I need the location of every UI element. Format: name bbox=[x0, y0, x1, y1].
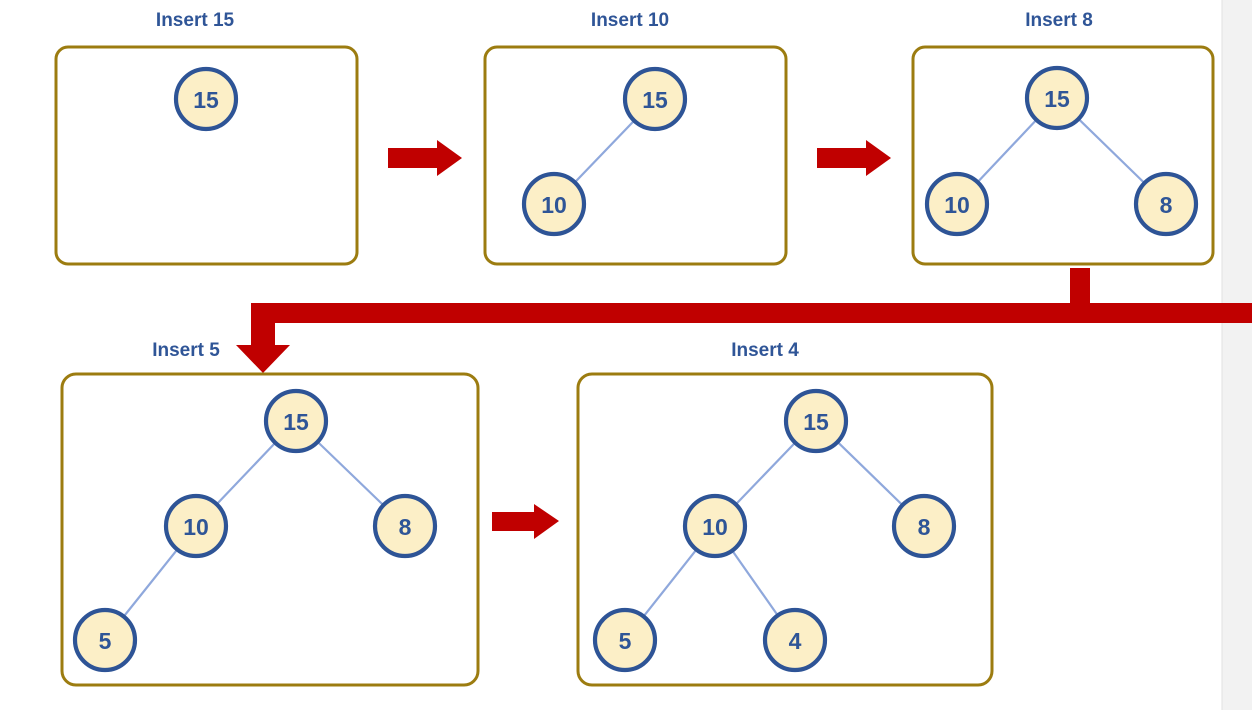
tree-edge-15-8 bbox=[835, 440, 905, 507]
tree-node-label-15: 15 bbox=[642, 87, 668, 113]
flow-arrow-horizontal bbox=[817, 140, 891, 176]
panel-title-insert-15: Insert 15 bbox=[156, 10, 235, 31]
tree-node-10[interactable]: 10 bbox=[521, 171, 587, 237]
tree-edge-15-10 bbox=[975, 117, 1039, 185]
panel-title-insert-10: Insert 10 bbox=[591, 10, 669, 31]
flow-arrow-elbow bbox=[236, 268, 1252, 373]
panel-title-insert-8: Insert 8 bbox=[1025, 10, 1093, 31]
tree-node-label-10: 10 bbox=[541, 192, 567, 218]
tree-node-8[interactable]: 8 bbox=[372, 493, 438, 559]
tree-node-circle-10[interactable] bbox=[521, 171, 587, 237]
tree-edge-10-5 bbox=[641, 547, 699, 619]
tree-edge-10-5 bbox=[121, 547, 180, 619]
tree-node-circle-15[interactable] bbox=[173, 66, 239, 132]
tree-node-label-5: 5 bbox=[619, 628, 632, 654]
tree-node-label-15: 15 bbox=[283, 409, 309, 435]
panel-title-insert-5: Insert 5 bbox=[152, 340, 220, 361]
tree-node-label-10: 10 bbox=[702, 514, 728, 540]
tree-node-label-15: 15 bbox=[193, 87, 219, 113]
tree-node-label-15: 15 bbox=[1044, 86, 1070, 112]
tree-node-circle-10[interactable] bbox=[163, 493, 229, 559]
panel-insert-5: Insert 5 15 10 8 5 bbox=[60, 340, 480, 687]
page-edge-strip bbox=[1221, 0, 1252, 710]
panel-insert-15: Insert 15 15 bbox=[54, 10, 359, 266]
tree-node-circle-10[interactable] bbox=[682, 493, 748, 559]
tree-node-circle-5[interactable] bbox=[592, 607, 658, 673]
panel-title-insert-4: Insert 4 bbox=[731, 340, 799, 361]
tree-node-label-10: 10 bbox=[944, 192, 970, 218]
flow-arrows-layer bbox=[236, 140, 1252, 539]
tree-edge-15-8 bbox=[1076, 117, 1147, 185]
panel-insert-10: Insert 10 15 10 bbox=[483, 10, 788, 266]
tree-edges bbox=[641, 440, 905, 619]
page-edge-rect bbox=[1222, 0, 1252, 710]
tree-node-circle-15[interactable] bbox=[1024, 65, 1090, 131]
tree-node-label-8: 8 bbox=[1160, 192, 1173, 218]
tree-node-5[interactable]: 5 bbox=[72, 607, 138, 673]
tree-node-label-15: 15 bbox=[803, 409, 829, 435]
tree-node-circle-10[interactable] bbox=[924, 171, 990, 237]
tree-edges bbox=[975, 117, 1147, 185]
tree-node-circle-15[interactable] bbox=[622, 66, 688, 132]
tree-node-10[interactable]: 10 bbox=[682, 493, 748, 559]
tree-node-8[interactable]: 8 bbox=[891, 493, 957, 559]
tree-node-10[interactable]: 10 bbox=[924, 171, 990, 237]
tree-node-15[interactable]: 15 bbox=[783, 388, 849, 454]
tree-edge-15-10 bbox=[734, 440, 797, 507]
tree-node-label-5: 5 bbox=[99, 628, 112, 654]
tree-node-5[interactable]: 5 bbox=[592, 607, 658, 673]
tree-edge-15-8 bbox=[315, 440, 386, 507]
tree-node-circle-8[interactable] bbox=[891, 493, 957, 559]
tree-node-10[interactable]: 10 bbox=[163, 493, 229, 559]
panel-insert-8: Insert 8 15 10 8 bbox=[911, 10, 1215, 266]
panel-insert-4: Insert 4 15 10 8 5 4 bbox=[576, 340, 994, 687]
tree-edge-15-10 bbox=[214, 440, 278, 507]
panel-frame-insert-15 bbox=[54, 45, 359, 266]
tree-node-4[interactable]: 4 bbox=[762, 607, 828, 673]
tree-edge-10-4 bbox=[730, 548, 780, 618]
tree-node-label-8: 8 bbox=[918, 514, 931, 540]
tree-node-circle-15[interactable] bbox=[263, 388, 329, 454]
tree-node-circle-15[interactable] bbox=[783, 388, 849, 454]
flow-arrow-horizontal bbox=[388, 140, 462, 176]
panel-frame-insert-4 bbox=[576, 372, 994, 687]
flow-arrow-horizontal bbox=[492, 504, 559, 539]
tree-node-circle-8[interactable] bbox=[1133, 171, 1199, 237]
tree-node-circle-8[interactable] bbox=[372, 493, 438, 559]
tree-node-label-8: 8 bbox=[399, 514, 412, 540]
tree-node-15[interactable]: 15 bbox=[263, 388, 329, 454]
tree-node-circle-4[interactable] bbox=[762, 607, 828, 673]
tree-node-label-4: 4 bbox=[789, 628, 802, 654]
tree-edges bbox=[573, 118, 636, 185]
tree-node-8[interactable]: 8 bbox=[1133, 171, 1199, 237]
tree-node-15[interactable]: 15 bbox=[1024, 65, 1090, 131]
tree-edge-15-10 bbox=[573, 118, 636, 185]
tree-node-15[interactable]: 15 bbox=[622, 66, 688, 132]
tree-node-circle-5[interactable] bbox=[72, 607, 138, 673]
panel-frame-insert-5 bbox=[60, 372, 480, 687]
tree-edges bbox=[121, 440, 386, 619]
tree-node-15[interactable]: 15 bbox=[173, 66, 239, 132]
tree-node-label-10: 10 bbox=[183, 514, 209, 540]
